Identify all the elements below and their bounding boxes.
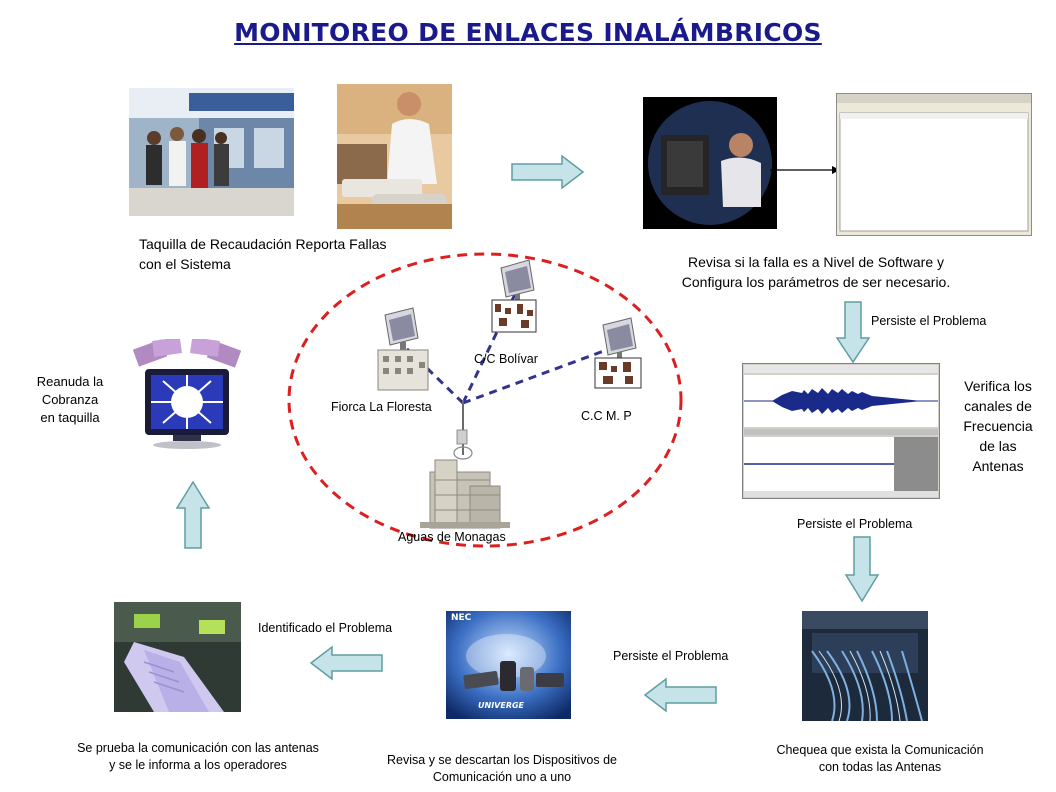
identificado-label: Identificado el Problema [258, 621, 393, 635]
nec-logo: NEC [451, 613, 472, 623]
comunicacion-caption: Chequea que exista la Comunicación con t… [745, 742, 1015, 776]
reanuda-caption: Reanuda la Cobranza en taquilla [20, 373, 120, 427]
frecuencia-caption-line: canales de [964, 398, 1032, 414]
coverage-ellipse [287, 252, 683, 548]
comunicacion-caption-line: con todas las Antenas [818, 760, 942, 774]
reanuda-caption-line: en taquilla [40, 410, 100, 425]
arrow-down-2 [844, 535, 880, 603]
software-caption-line: Configura los parámetros de ser necesari… [681, 274, 951, 290]
taquilla-caption: Taquilla de Recaudación Reporta Fallas c… [139, 234, 469, 274]
taquilla-caption-line: Taquilla de Recaudación Reporta Fallas [139, 236, 387, 252]
software-circle-photo [643, 97, 777, 229]
software-window [836, 93, 1032, 236]
cobranza-image [133, 339, 241, 451]
page-title: MONITOREO DE ENLACES INALÁMBRICOS [234, 18, 822, 47]
dispositivos-caption-line: Comunicación uno a uno [432, 770, 572, 784]
prueba-caption-line: Se prueba la comunicación con las antena… [77, 741, 319, 755]
frecuencia-caption-line: de las [979, 438, 1017, 454]
label-ccmp: C.C M. P [581, 409, 632, 423]
prueba-caption: Se prueba la comunicación con las antena… [38, 740, 358, 774]
reanuda-caption-line: Reanuda la [36, 374, 104, 389]
arrow-up [175, 480, 211, 550]
operator-photo [337, 84, 452, 229]
arrow-right-top [510, 154, 585, 190]
arrow-down-1 [835, 300, 871, 364]
arrow-left-2 [309, 645, 384, 681]
network-port-photo [114, 602, 241, 712]
prueba-caption-line: y se le informa a los operadores [109, 758, 287, 772]
antenna-ccmp-icon [594, 317, 642, 389]
label-aguas: Aguas de Monagas [398, 530, 506, 544]
cables-photo [802, 611, 928, 721]
software-caption-line: Revisa si la falla es a Nivel de Softwar… [688, 254, 944, 270]
comunicacion-caption-line: Chequea que exista la Comunicación [776, 743, 984, 757]
building-aguas-icon [420, 459, 510, 529]
nec-devices-photo [446, 611, 571, 719]
software-caption: Revisa si la falla es a Nivel de Softwar… [646, 252, 986, 292]
taquilla-caption-line: con el Sistema [139, 256, 231, 272]
antenna-bolivar-icon [491, 259, 537, 333]
label-floresta: Fiorca La Floresta [331, 400, 432, 414]
persiste-label-3: Persiste el Problema [613, 649, 729, 663]
frecuencia-caption-line: Antenas [972, 458, 1024, 474]
dispositivos-caption: Revisa y se descartan los Dispositivos d… [352, 752, 652, 786]
univerge-logo: UNIVERGE [478, 701, 525, 710]
dispositivos-caption-line: Revisa y se descartan los Dispositivos d… [387, 753, 617, 767]
reanuda-caption-line: Cobranza [41, 392, 99, 407]
persiste-label-1: Persiste el Problema [871, 314, 987, 328]
antenna-floresta-icon [377, 307, 429, 391]
arrow-left-1 [643, 677, 718, 713]
taquilla-photo [129, 88, 294, 216]
antenna-tower-icon [453, 400, 473, 460]
frecuencia-caption-line: Frecuencia [963, 418, 1033, 434]
persiste-label-2: Persiste el Problema [797, 517, 913, 531]
frecuencia-caption-line: Verifica los [964, 378, 1032, 394]
network-diagram [285, 250, 690, 560]
frequency-screenshot [742, 363, 940, 499]
frecuencia-caption: Verifica los canales de Frecuencia de la… [948, 376, 1048, 476]
screen-connector [770, 160, 840, 180]
label-bolivar: C/C Bolívar [474, 352, 538, 366]
